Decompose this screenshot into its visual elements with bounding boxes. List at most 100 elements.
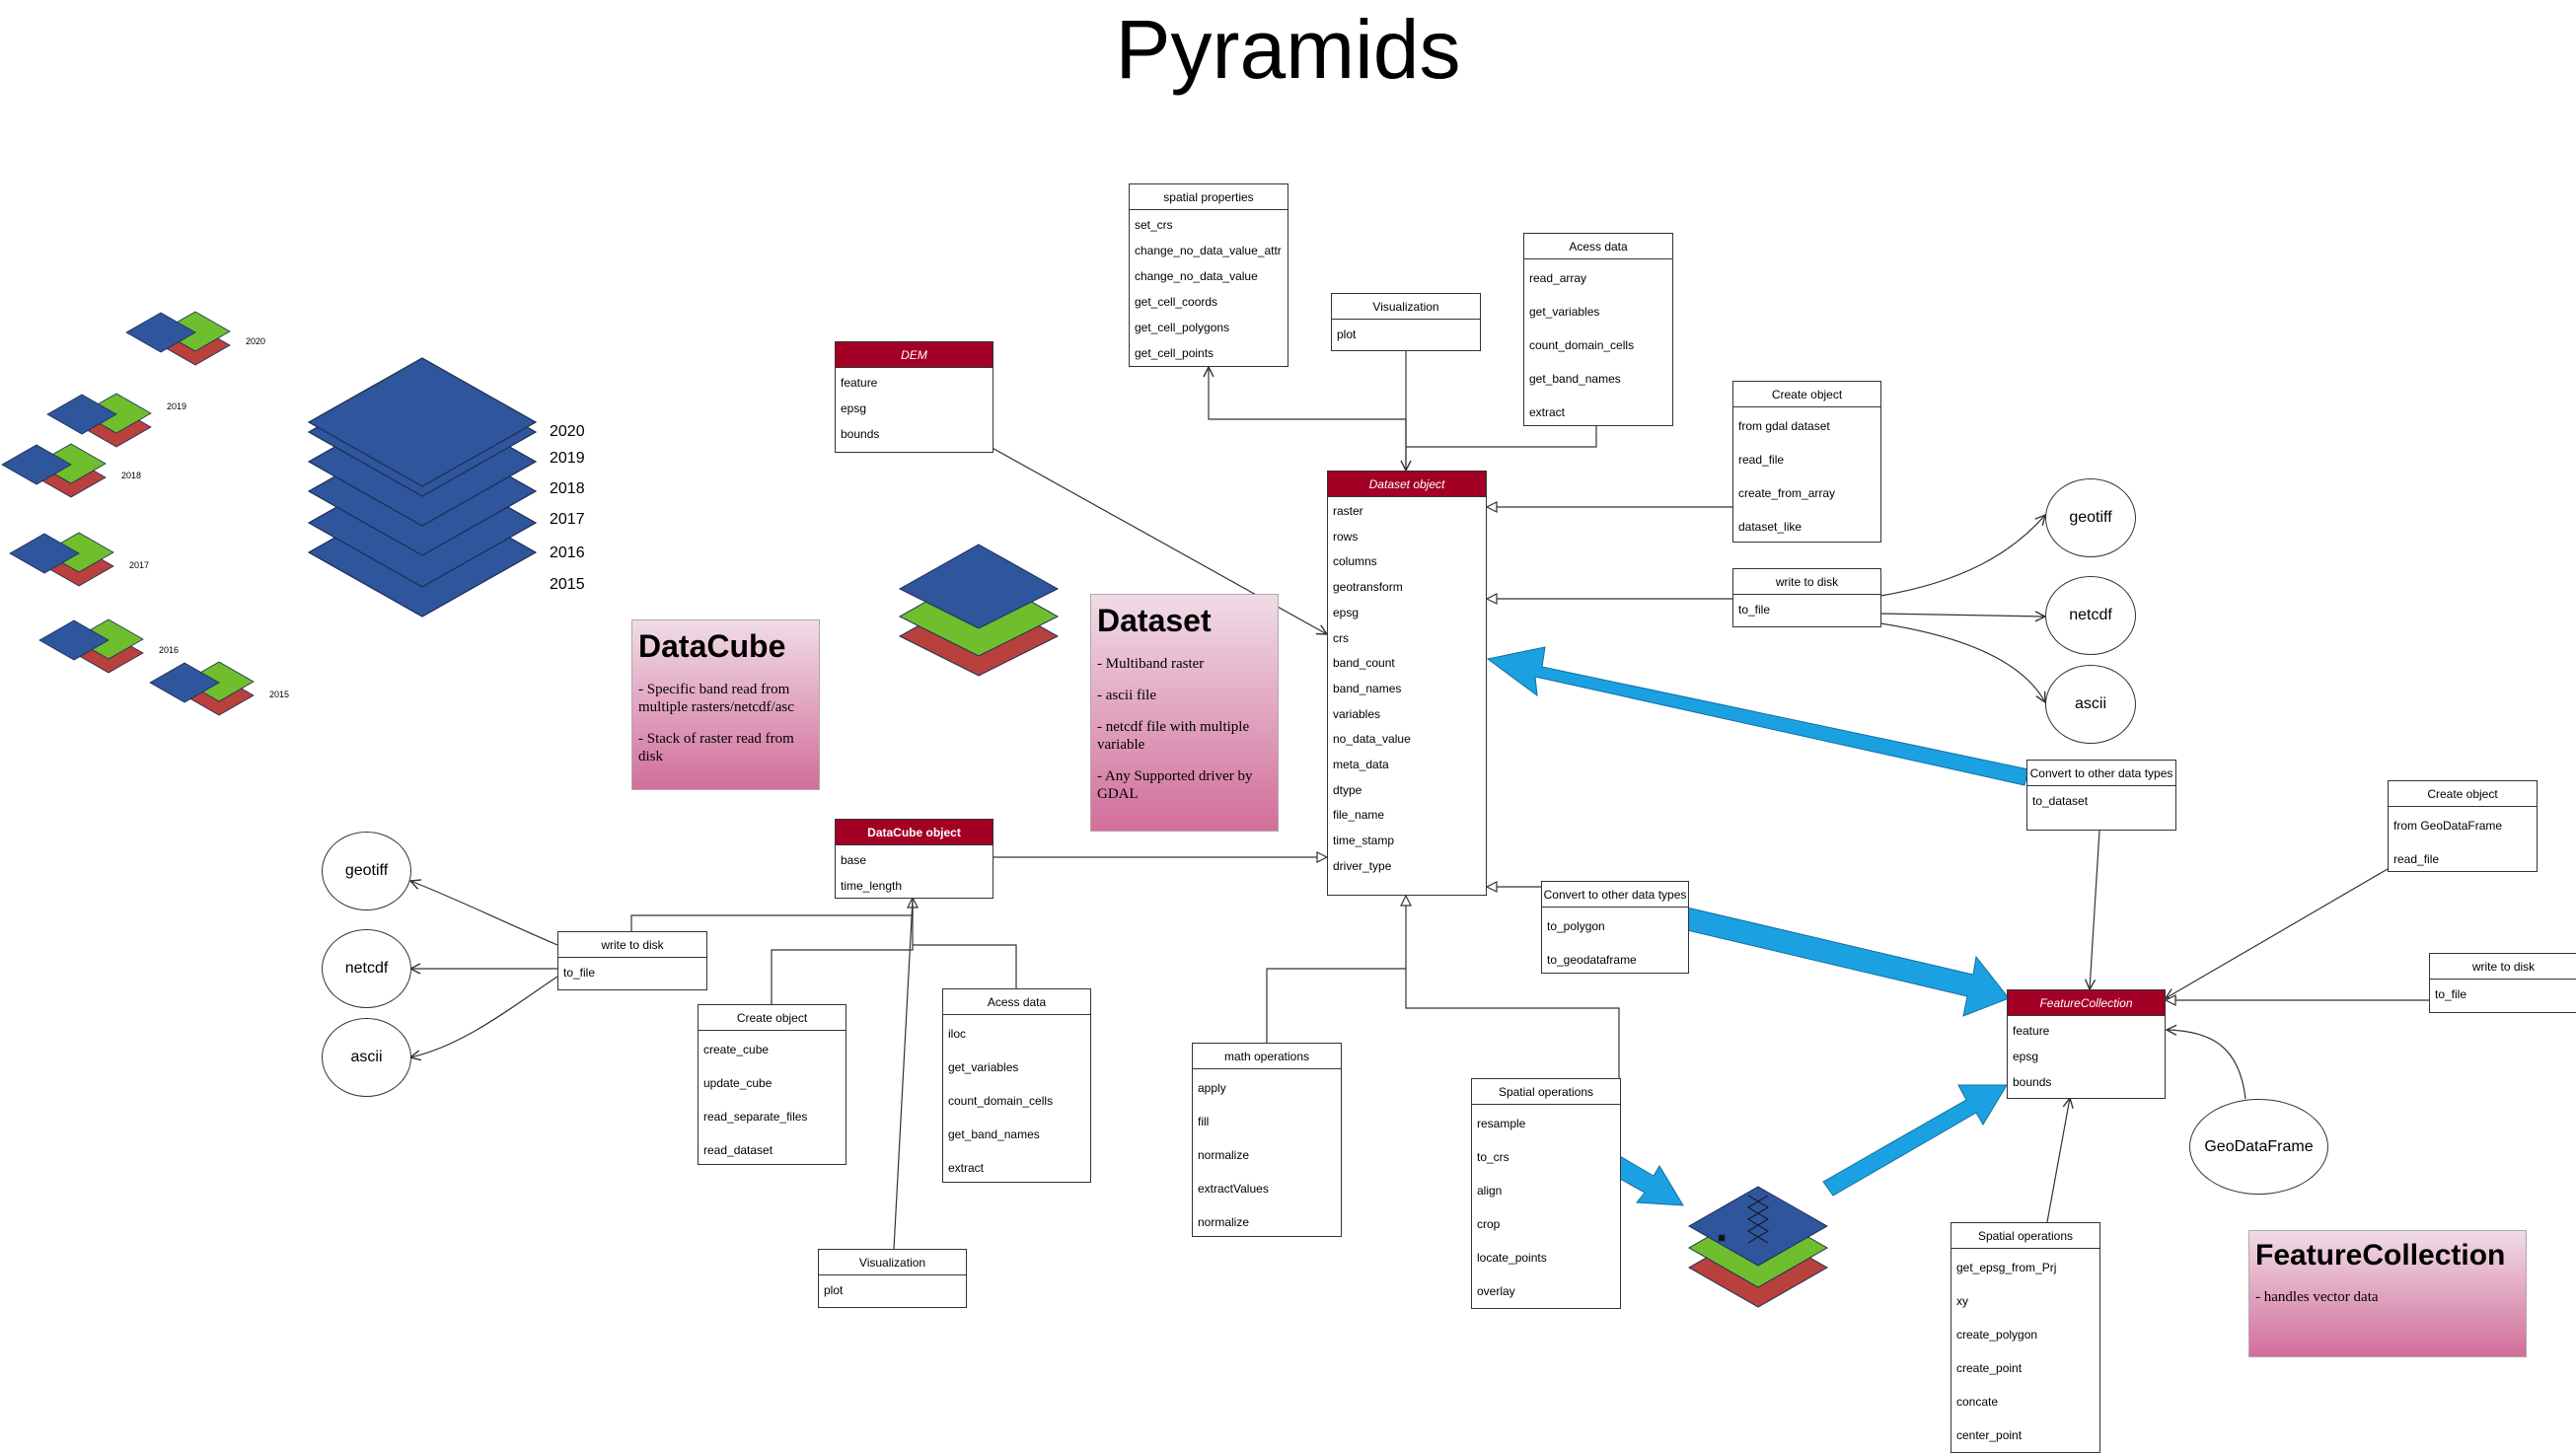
method-overlay[interactable]: overlay: [1477, 1284, 1515, 1298]
access-data-box-datacube[interactable]: Acess data iloc get_variables count_doma…: [942, 988, 1091, 1183]
attr-rows[interactable]: rows: [1333, 529, 1359, 544]
attr-bounds[interactable]: bounds: [841, 427, 880, 441]
attr-driver-type[interactable]: driver_type: [1333, 858, 1392, 873]
spatial-operations-box-dataset[interactable]: Spatial operations resample to_crs align…: [1471, 1078, 1621, 1309]
create-object-box-top[interactable]: Create object from gdal dataset read_fil…: [1732, 381, 1881, 543]
method-xy[interactable]: xy: [1956, 1294, 1968, 1308]
attr-epsg[interactable]: epsg: [2013, 1050, 2039, 1063]
method-count-domain-cells[interactable]: count_domain_cells: [1529, 338, 1635, 352]
method-concate[interactable]: concate: [1956, 1395, 1999, 1409]
method-resample[interactable]: resample: [1477, 1117, 1526, 1130]
attr-time-stamp[interactable]: time_stamp: [1333, 834, 1395, 848]
method-align[interactable]: align: [1477, 1184, 1503, 1198]
attr-band-count[interactable]: band_count: [1333, 656, 1395, 671]
ascii-node-left[interactable]: ascii: [322, 1018, 411, 1097]
method-create-polygon[interactable]: create_polygon: [1956, 1328, 2038, 1342]
method-get-cell-coords[interactable]: get_cell_coords: [1135, 295, 1218, 309]
method-crop[interactable]: crop: [1477, 1217, 1501, 1231]
create-object-box-featurecollection[interactable]: Create object from GeoDataFrame read_fil…: [2388, 780, 2538, 872]
geotiff-node-right[interactable]: geotiff: [2045, 478, 2136, 557]
attr-bounds[interactable]: bounds: [2013, 1075, 2052, 1089]
method-read-array[interactable]: read_array: [1529, 271, 1587, 285]
spatial-properties-box[interactable]: spatial properties set_crs change_no_dat…: [1129, 183, 1288, 367]
netcdf-node-right[interactable]: netcdf: [2045, 576, 2136, 655]
convert-to-polygon-box[interactable]: Convert to other data types to_polygon t…: [1541, 881, 1689, 974]
method-read-file[interactable]: read_file: [2393, 852, 2440, 866]
dataset-object-box[interactable]: Dataset object raster rows columns geotr…: [1327, 471, 1487, 896]
attr-feature[interactable]: feature: [841, 376, 878, 390]
method-from-gdal-dataset[interactable]: from gdal dataset: [1738, 419, 1830, 433]
geotiff-node-left[interactable]: geotiff: [322, 832, 411, 910]
attr-dtype[interactable]: dtype: [1333, 782, 1362, 797]
method-from-geodataframe[interactable]: from GeoDataFrame: [2393, 819, 2503, 833]
attr-meta-data[interactable]: meta_data: [1333, 758, 1389, 772]
method-plot[interactable]: plot: [1337, 327, 1357, 341]
attr-geotransform[interactable]: geotransform: [1333, 580, 1403, 595]
method-fill[interactable]: fill: [1198, 1115, 1210, 1128]
method-read-file[interactable]: read_file: [1738, 453, 1785, 467]
featurecollection-box[interactable]: FeatureCollection feature epsg bounds: [2007, 989, 2166, 1099]
method-get-variables[interactable]: get_variables: [1529, 305, 1600, 319]
method-to-dataset[interactable]: to_dataset: [2032, 794, 2089, 808]
geodataframe-node[interactable]: GeoDataFrame: [2189, 1099, 2328, 1195]
method-extract[interactable]: extract: [948, 1161, 985, 1175]
method-change-no-data-value-attr[interactable]: change_no_data_value_attr: [1135, 244, 1282, 257]
spatial-operations-box-featurecollection[interactable]: Spatial operations get_epsg_from_Prj xy …: [1950, 1222, 2100, 1453]
method-read-separate-files[interactable]: read_separate_files: [703, 1110, 808, 1124]
attr-epsg[interactable]: epsg: [1333, 605, 1360, 619]
method-iloc[interactable]: iloc: [948, 1027, 967, 1041]
method-create-point[interactable]: create_point: [1956, 1361, 2023, 1375]
method-get-epsg-from-prj[interactable]: get_epsg_from_Prj: [1956, 1261, 2057, 1274]
method-normalize[interactable]: normalize: [1198, 1148, 1250, 1162]
method-to-polygon[interactable]: to_polygon: [1547, 919, 1605, 933]
attr-columns[interactable]: columns: [1333, 554, 1377, 569]
netcdf-node-left[interactable]: netcdf: [322, 929, 411, 1008]
method-locate-points[interactable]: locate_points: [1477, 1251, 1547, 1265]
write-to-disk-box-featurecollection[interactable]: write to disk to_file: [2429, 953, 2576, 1013]
method-to-file[interactable]: to_file: [1738, 603, 1771, 617]
method-update-cube[interactable]: update_cube: [703, 1076, 773, 1090]
write-to-disk-box-datacube[interactable]: write to disk to_file: [557, 931, 707, 990]
method-plot[interactable]: plot: [824, 1283, 844, 1297]
visualization-box-datacube[interactable]: Visualization plot: [818, 1249, 967, 1308]
method-create-cube[interactable]: create_cube: [703, 1043, 770, 1056]
method-normalize-2[interactable]: normalize: [1198, 1215, 1250, 1229]
access-data-box-top[interactable]: Acess data read_array get_variables coun…: [1523, 233, 1673, 426]
method-get-band-names[interactable]: get_band_names: [948, 1127, 1040, 1141]
visualization-box-top[interactable]: Visualization plot: [1331, 293, 1481, 351]
method-change-no-data-value[interactable]: change_no_data_value: [1135, 269, 1258, 283]
attr-feature[interactable]: feature: [2013, 1024, 2050, 1038]
method-count-domain-cells[interactable]: count_domain_cells: [948, 1094, 1054, 1108]
method-to-geodataframe[interactable]: to_geodataframe: [1547, 953, 1637, 967]
attr-time-length[interactable]: time_length: [841, 879, 903, 893]
ascii-node-right[interactable]: ascii: [2045, 665, 2136, 744]
method-get-variables[interactable]: get_variables: [948, 1060, 1019, 1074]
attr-base[interactable]: base: [841, 853, 867, 867]
method-get-band-names[interactable]: get_band_names: [1529, 372, 1621, 386]
method-read-dataset[interactable]: read_dataset: [703, 1143, 773, 1157]
method-apply[interactable]: apply: [1198, 1081, 1226, 1095]
method-get-cell-points[interactable]: get_cell_points: [1135, 346, 1214, 360]
method-set-crs[interactable]: set_crs: [1135, 218, 1173, 232]
method-dataset-like[interactable]: dataset_like: [1738, 520, 1803, 534]
attr-no-data-value[interactable]: no_data_value: [1333, 732, 1411, 747]
attr-crs[interactable]: crs: [1333, 630, 1349, 645]
attr-band-names[interactable]: band_names: [1333, 681, 1402, 695]
attr-epsg[interactable]: epsg: [841, 401, 867, 415]
convert-to-dataset-box[interactable]: Convert to other data types to_dataset: [2026, 760, 2176, 831]
method-extract[interactable]: extract: [1529, 405, 1566, 419]
write-to-disk-box-top[interactable]: write to disk to_file: [1732, 568, 1881, 627]
datacube-object-box[interactable]: DataCube object base time_length: [835, 819, 994, 899]
method-extract-values[interactable]: extractValues: [1198, 1182, 1269, 1196]
method-center-point[interactable]: center_point: [1956, 1428, 2023, 1442]
create-object-box-datacube[interactable]: Create object create_cube update_cube re…: [698, 1004, 846, 1165]
dem-box[interactable]: DEM feature epsg bounds: [835, 341, 994, 453]
attr-file-name[interactable]: file_name: [1333, 808, 1385, 823]
method-get-cell-polygons[interactable]: get_cell_polygons: [1135, 321, 1230, 334]
math-operations-box[interactable]: math operations apply fill normalize ext…: [1192, 1043, 1342, 1237]
method-create-from-array[interactable]: create_from_array: [1738, 486, 1836, 500]
attr-variables[interactable]: variables: [1333, 706, 1381, 721]
method-to-file[interactable]: to_file: [2435, 987, 2467, 1001]
method-to-crs[interactable]: to_crs: [1477, 1150, 1509, 1164]
attr-raster[interactable]: raster: [1333, 504, 1363, 518]
